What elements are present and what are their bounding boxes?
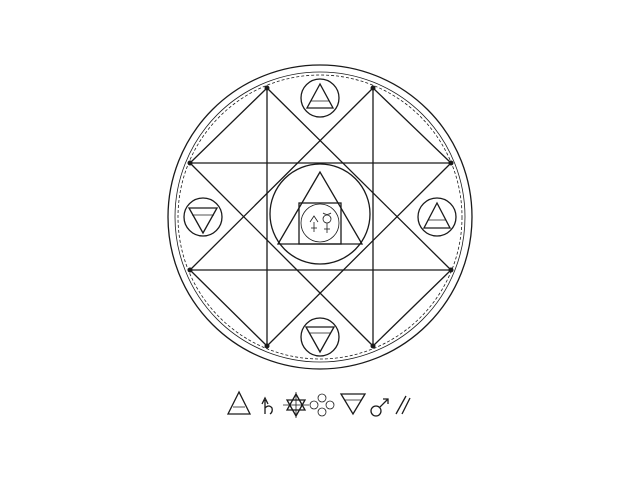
star-lines: [189, 87, 452, 347]
element-earth-icon: [300, 317, 340, 357]
vertex-dot-bottom-right: [370, 343, 376, 349]
mars-sign-icon: [370, 398, 389, 417]
vertex-dot-left-top: [187, 160, 193, 166]
vertex-dot-left-bottom: [187, 267, 193, 273]
vertex-dot-right-top: [448, 160, 454, 166]
center-mercury-icon: [309, 215, 319, 232]
water-triangle-icon: [339, 393, 367, 416]
center-venus-icon: [322, 212, 332, 233]
star-line-7: [189, 269, 268, 347]
slash-marks-icon: [395, 395, 411, 415]
outer-ring-3-dashed: [177, 74, 463, 360]
legend-symbols-row: [226, 390, 411, 418]
element-air-icon: [417, 197, 457, 237]
fire-triangle-icon: [226, 390, 252, 415]
vertex-dot-right-bottom: [448, 267, 454, 273]
vertex-dots: [187, 85, 454, 349]
center-circle: [269, 163, 371, 265]
vertex-dot-top-left: [264, 85, 270, 91]
center-triangle: [276, 170, 364, 245]
center-emblem: [269, 163, 371, 265]
star-line-3: [189, 162, 374, 347]
star-line-8: [372, 269, 452, 347]
cross-frame: [190, 88, 451, 346]
saturn-sign-icon: [261, 396, 273, 415]
outer-ring-2: [174, 71, 466, 363]
outer-ring-1: [167, 64, 473, 370]
star-line-2: [189, 87, 374, 271]
vertex-dot-top-right: [370, 85, 376, 91]
hexagram-star-icon: [283, 392, 309, 418]
star-line-1: [266, 87, 452, 271]
sulfur-quatrefoil-icon: [309, 393, 335, 417]
star-line-4: [266, 162, 452, 347]
element-water-icon: [183, 197, 223, 237]
outer-rings: [167, 64, 473, 370]
center-inner-circle: [300, 203, 340, 243]
center-square: [298, 202, 342, 245]
element-fire-icon: [300, 78, 340, 118]
star-line-5: [189, 87, 268, 164]
star-line-6: [372, 87, 452, 164]
vertex-dot-bottom-left: [264, 343, 270, 349]
